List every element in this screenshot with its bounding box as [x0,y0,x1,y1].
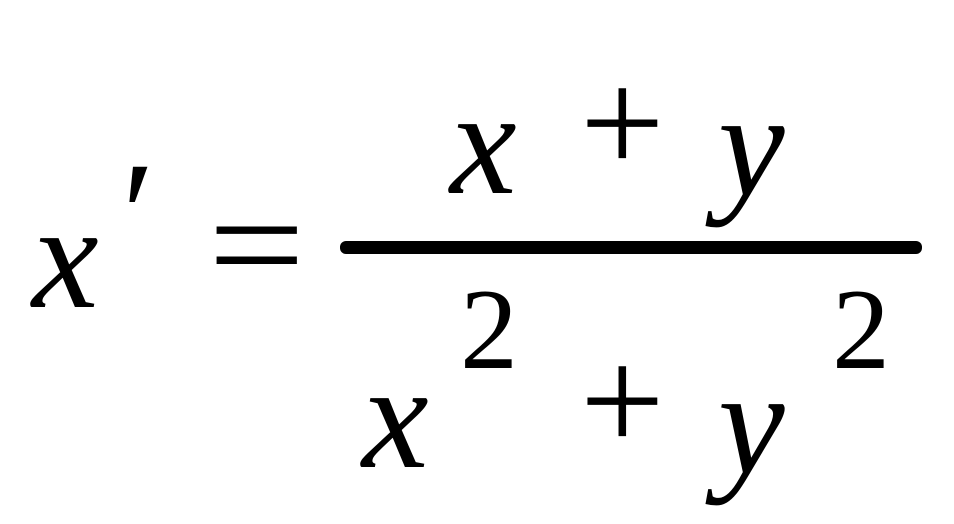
denominator-x-exponent: 2 [460,266,518,394]
equals-sign: = [208,162,306,328]
fraction-bar [340,241,922,254]
numerator-plus-sign: + [580,40,665,206]
numerator-variable-x: x [450,60,517,226]
denominator-variable-x: x [362,334,429,500]
denominator-y-exponent: 2 [832,266,890,394]
denominator-variable-y: y [718,340,785,506]
numerator-variable-y: y [718,62,785,228]
denominator-plus-sign: + [580,318,665,484]
lhs-variable-x: x [32,174,99,340]
lhs-prime-mark: ′ [122,132,155,298]
